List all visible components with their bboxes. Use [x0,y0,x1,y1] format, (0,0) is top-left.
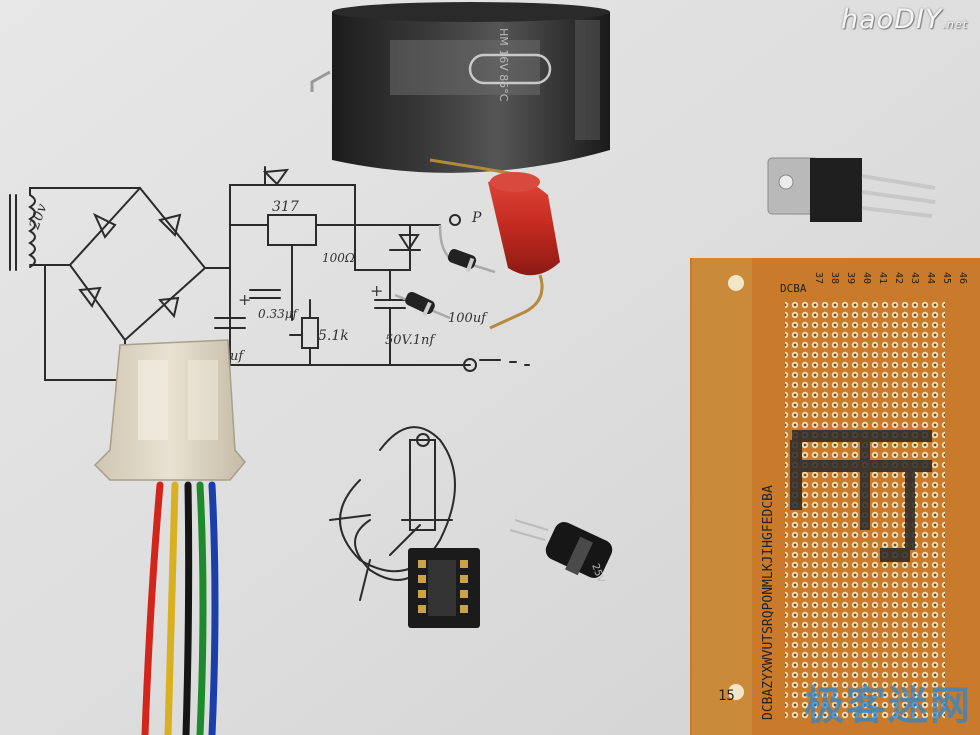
watermark-suffix: .net [942,18,968,31]
pcb-number-label: 46 [957,272,968,284]
red-film-capacitor [488,172,560,330]
pcb-number-label: 39 [845,272,856,284]
perfboard: DCBAZYXWVUTSRQPONMLKJIHGFEDCBA DCBA 15 [690,258,980,735]
pcb-number-label: 40 [861,272,872,284]
to220-regulator [767,157,936,222]
pcb-number-label: 42 [893,272,904,284]
pcb-number-label: 41 [877,272,888,284]
pcb-number-label: 44 [925,272,936,284]
label-resistor-small: 0.33μf [258,307,300,321]
pcb-number-label: 38 [829,272,840,284]
label-plus-2: + [370,281,383,300]
diode-2 [394,291,451,320]
white-connector [93,339,246,481]
label-regulator: 317 [272,199,299,215]
watermark-brand: haoDIY [841,4,943,35]
label-cap-large: 50V.1nf [385,333,436,348]
small-electrolytic-capacitor: 25V [509,519,613,585]
dip8-socket [408,548,480,628]
label-cap-out: 100uf [448,311,488,326]
pcb-numbers-top: 46 45 44 43 42 41 40 39 38 37 [813,272,968,284]
diode-1 [438,224,496,274]
pcb-letters-top: DCBA [780,282,807,295]
label-pot: 5.1k [318,328,349,344]
pcb-number-label: 45 [941,272,952,284]
watermark-top: haoDIY.net [841,4,968,35]
wire-bundle [141,481,219,735]
label-cap-left: uf [230,349,245,364]
label-plus-1: + [238,290,251,309]
pcb-letters-side: DCBAZYXWVUTSRQPONMLKJIHGFEDCBA [761,485,776,720]
capacitor-print: HM 16V 85°C [497,28,510,102]
watermark-bottom: 极客迷网 [804,683,972,729]
large-electrolytic-capacitor: HM 16V 85°C [310,2,610,177]
pcb-number-label: 43 [909,272,920,284]
pcb-number-label: 37 [813,272,824,284]
label-resistor-top: 100Ω [322,251,355,265]
pcb-number-bottom: 15 [718,688,735,704]
label-p: P [471,210,482,226]
